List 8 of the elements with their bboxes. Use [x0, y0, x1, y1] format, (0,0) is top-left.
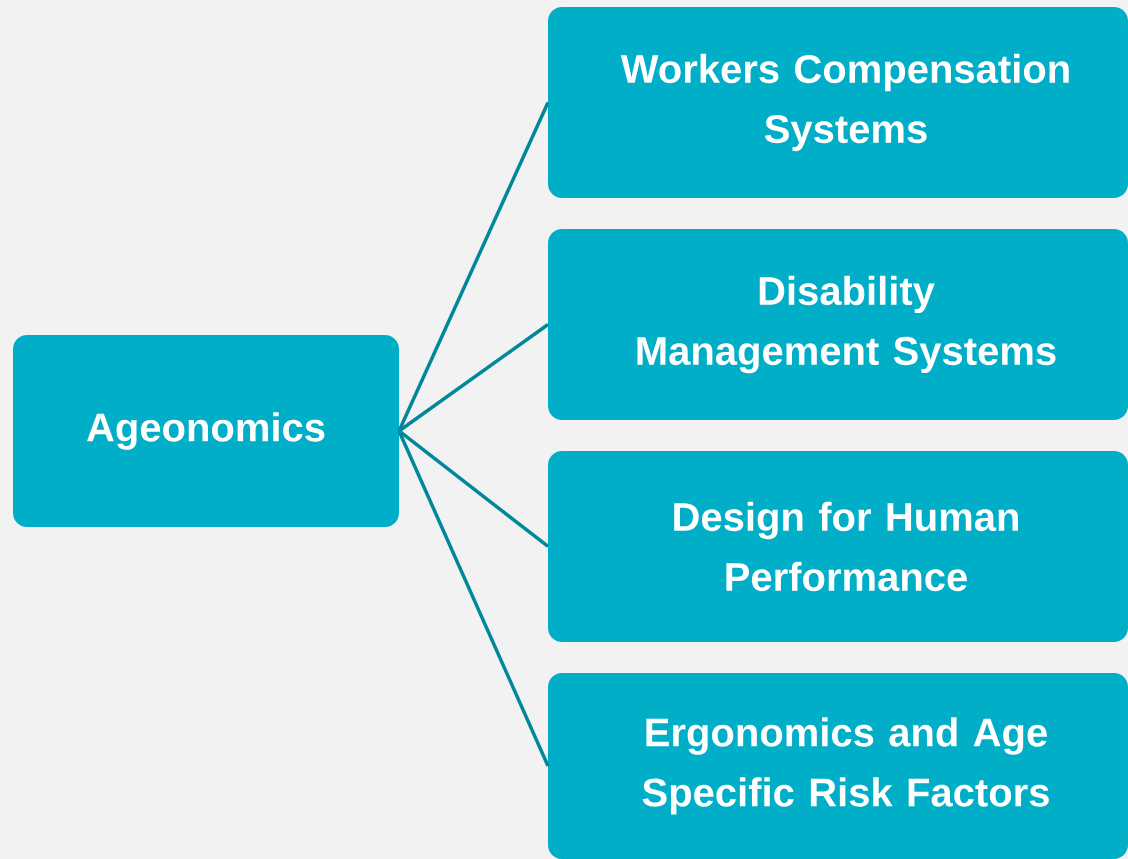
topic-box: Design for Human Performance — [548, 451, 1128, 642]
connector-line — [397, 101, 550, 432]
topic-box: Disability Management Systems — [548, 229, 1128, 420]
connector-line — [398, 323, 550, 433]
topic-box: Ageonomics — [13, 335, 399, 527]
topic-box: Ergonomics and Age Specific Risk Factors — [548, 673, 1128, 859]
connector-line — [397, 430, 550, 767]
topic-box: Workers Compensation Systems — [548, 7, 1128, 198]
